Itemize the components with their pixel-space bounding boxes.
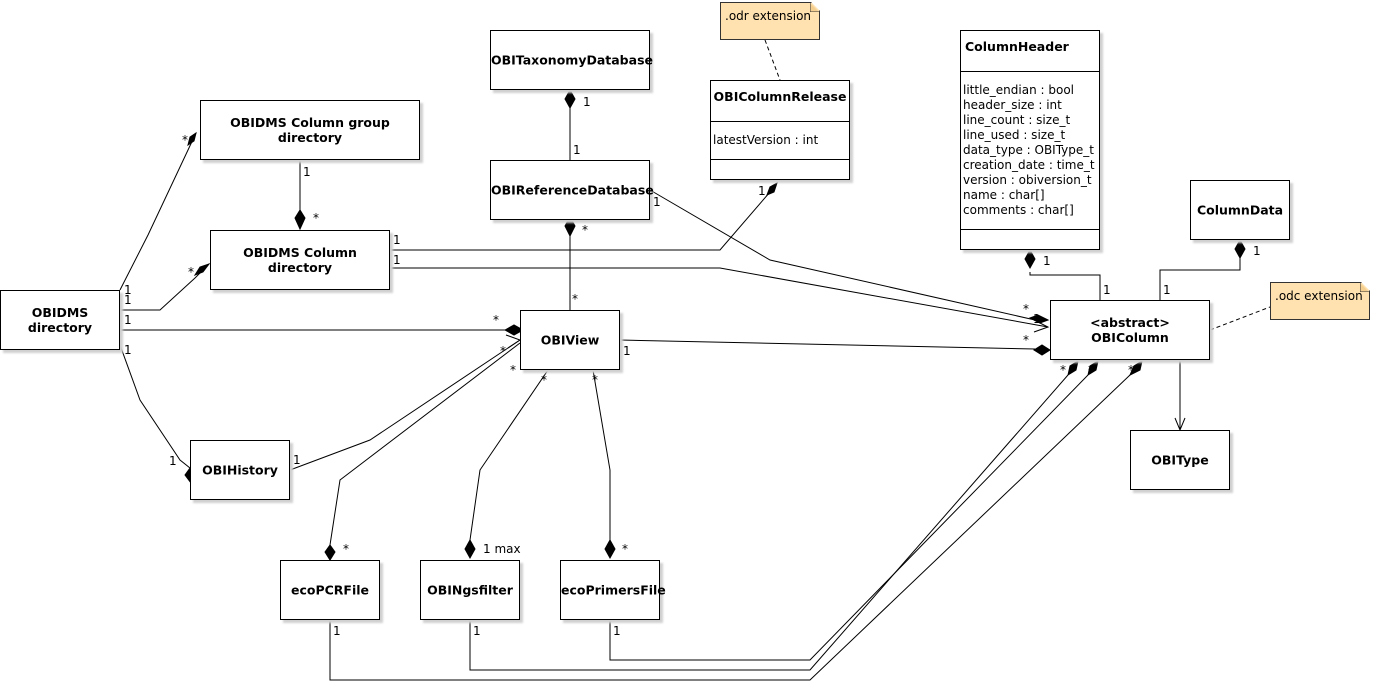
attribute: name : char[]	[963, 188, 1045, 202]
class-name: OBIDMS Column group directory	[230, 115, 390, 145]
class-obi-type[interactable]: OBIType	[1130, 430, 1230, 490]
compartment-divider	[711, 159, 849, 160]
multiplicity-label: *	[1088, 363, 1094, 377]
odr-extension-note: .odr extension	[720, 2, 820, 40]
multiplicity-label: 1	[393, 233, 401, 247]
class-column-directory[interactable]: OBIDMS Column directory	[210, 230, 390, 290]
attribute: comments : char[]	[963, 203, 1074, 217]
attribute-list: latestVersion : int	[713, 133, 847, 148]
class-column-header[interactable]: ColumnHeader little_endian : bool header…	[960, 30, 1100, 250]
odc-extension-text: .odc extension	[1275, 289, 1363, 303]
class-column-group-directory[interactable]: OBIDMS Column group directory	[200, 100, 420, 160]
class-name: ecoPCRFile	[290, 582, 370, 598]
multiplicity-label: *	[1128, 363, 1134, 377]
class-obi-history[interactable]: OBIHistory	[190, 440, 290, 500]
multiplicity-label: *	[343, 542, 349, 556]
attribute: creation_date : time_t	[963, 158, 1095, 172]
multiplicity-label: 1	[124, 313, 132, 327]
multiplicity-label: 1	[124, 343, 132, 357]
class-taxonomy-database[interactable]: OBITaxonomyDatabase	[490, 30, 653, 90]
multiplicity-label: 1	[124, 283, 132, 297]
multiplicity-label: 1	[1033, 312, 1041, 326]
multiplicity-label: 1	[653, 195, 661, 209]
note-fold-icon	[1360, 283, 1369, 292]
class-column-data[interactable]: ColumnData	[1190, 180, 1290, 240]
multiplicity-label: 1	[758, 184, 766, 198]
multiplicity-label: 1	[573, 143, 581, 157]
multiplicity-label: 1	[393, 253, 401, 267]
compartment-divider	[961, 71, 1099, 72]
multiplicity-label: 1	[293, 453, 301, 467]
class-obi-column[interactable]: <abstract> OBIColumn	[1050, 300, 1210, 360]
attribute: little_endian : bool	[963, 83, 1074, 97]
class-eco-primers-file[interactable]: ecoPrimersFile	[560, 560, 666, 620]
multiplicity-label: *	[1023, 302, 1029, 316]
multiplicity-label: 1	[1103, 283, 1111, 297]
note-fold-icon	[810, 3, 819, 12]
class-name: ColumnData	[1196, 202, 1284, 218]
class-name: ecoPrimersFile	[561, 582, 666, 598]
multiplicity-label: *	[572, 292, 578, 306]
class-name: OBIDMS directory	[27, 305, 93, 335]
odr-extension-text: .odr extension	[725, 9, 812, 23]
class-obidms-directory[interactable]: OBIDMS directory	[0, 290, 120, 350]
multiplicity-label: 1	[169, 454, 177, 468]
class-name: ColumnHeader	[965, 39, 1069, 54]
multiplicity-label: *	[182, 133, 188, 147]
class-eco-pcr-file[interactable]: ecoPCRFile	[280, 560, 380, 620]
multiplicity-label: 1	[623, 344, 631, 358]
multiplicity-label: 1	[1253, 244, 1261, 258]
class-name: <abstract> OBIColumn	[1090, 315, 1170, 345]
multiplicity-label: 1	[583, 95, 591, 109]
class-name: OBIDMS Column directory	[243, 245, 357, 275]
multiplicity-label: *	[510, 363, 516, 377]
attribute: header_size : int	[963, 98, 1062, 112]
attribute: line_count : size_t	[963, 113, 1071, 127]
class-obi-view[interactable]: OBIView	[520, 310, 620, 370]
multiplicity-label: *	[541, 373, 547, 387]
multiplicity-label: 1	[613, 624, 621, 638]
attribute-list: little_endian : bool header_size : int l…	[963, 83, 1097, 218]
multiplicity-label: *	[500, 344, 506, 358]
class-name: OBITaxonomyDatabase	[491, 52, 653, 68]
class-name: OBIReferenceDatabase	[491, 182, 654, 198]
multiplicity-label: 1	[1163, 283, 1171, 297]
class-name: OBIType	[1151, 452, 1209, 468]
class-name: OBIHistory	[202, 462, 278, 478]
odc-extension-note: .odc extension	[1270, 282, 1370, 320]
multiplicity-label: 1 max	[483, 542, 521, 556]
multiplicity-label: *	[1060, 363, 1066, 377]
multiplicity-label: *	[592, 373, 598, 387]
multiplicity-label: *	[493, 313, 499, 327]
class-reference-database[interactable]: OBIReferenceDatabase	[490, 160, 654, 220]
class-name: OBIView	[540, 332, 600, 348]
class-name: OBINgsfilter	[427, 582, 513, 598]
multiplicity-label: *	[1023, 333, 1029, 347]
class-name: OBIColumnRelease	[713, 89, 847, 104]
attribute: version : obiversion_t	[963, 173, 1092, 187]
multiplicity-label: 1	[473, 624, 481, 638]
multiplicity-label: 1	[303, 165, 311, 179]
multiplicity-label: *	[313, 211, 319, 225]
multiplicity-label: *	[188, 265, 194, 279]
class-column-release[interactable]: OBIColumnRelease latestVersion : int	[710, 80, 850, 180]
class-obi-ngsfilter[interactable]: OBINgsfilter	[420, 560, 520, 620]
multiplicity-label: *	[582, 223, 588, 237]
attribute: data_type : OBIType_t	[963, 143, 1094, 157]
multiplicity-label: 1	[333, 624, 341, 638]
multiplicity-label: 1	[1043, 254, 1051, 268]
attribute: latestVersion : int	[713, 133, 819, 147]
compartment-divider	[961, 229, 1099, 230]
multiplicity-label: 1	[124, 293, 132, 307]
attribute: line_used : size_t	[963, 128, 1066, 142]
compartment-divider	[711, 121, 849, 122]
multiplicity-label: *	[622, 542, 628, 556]
